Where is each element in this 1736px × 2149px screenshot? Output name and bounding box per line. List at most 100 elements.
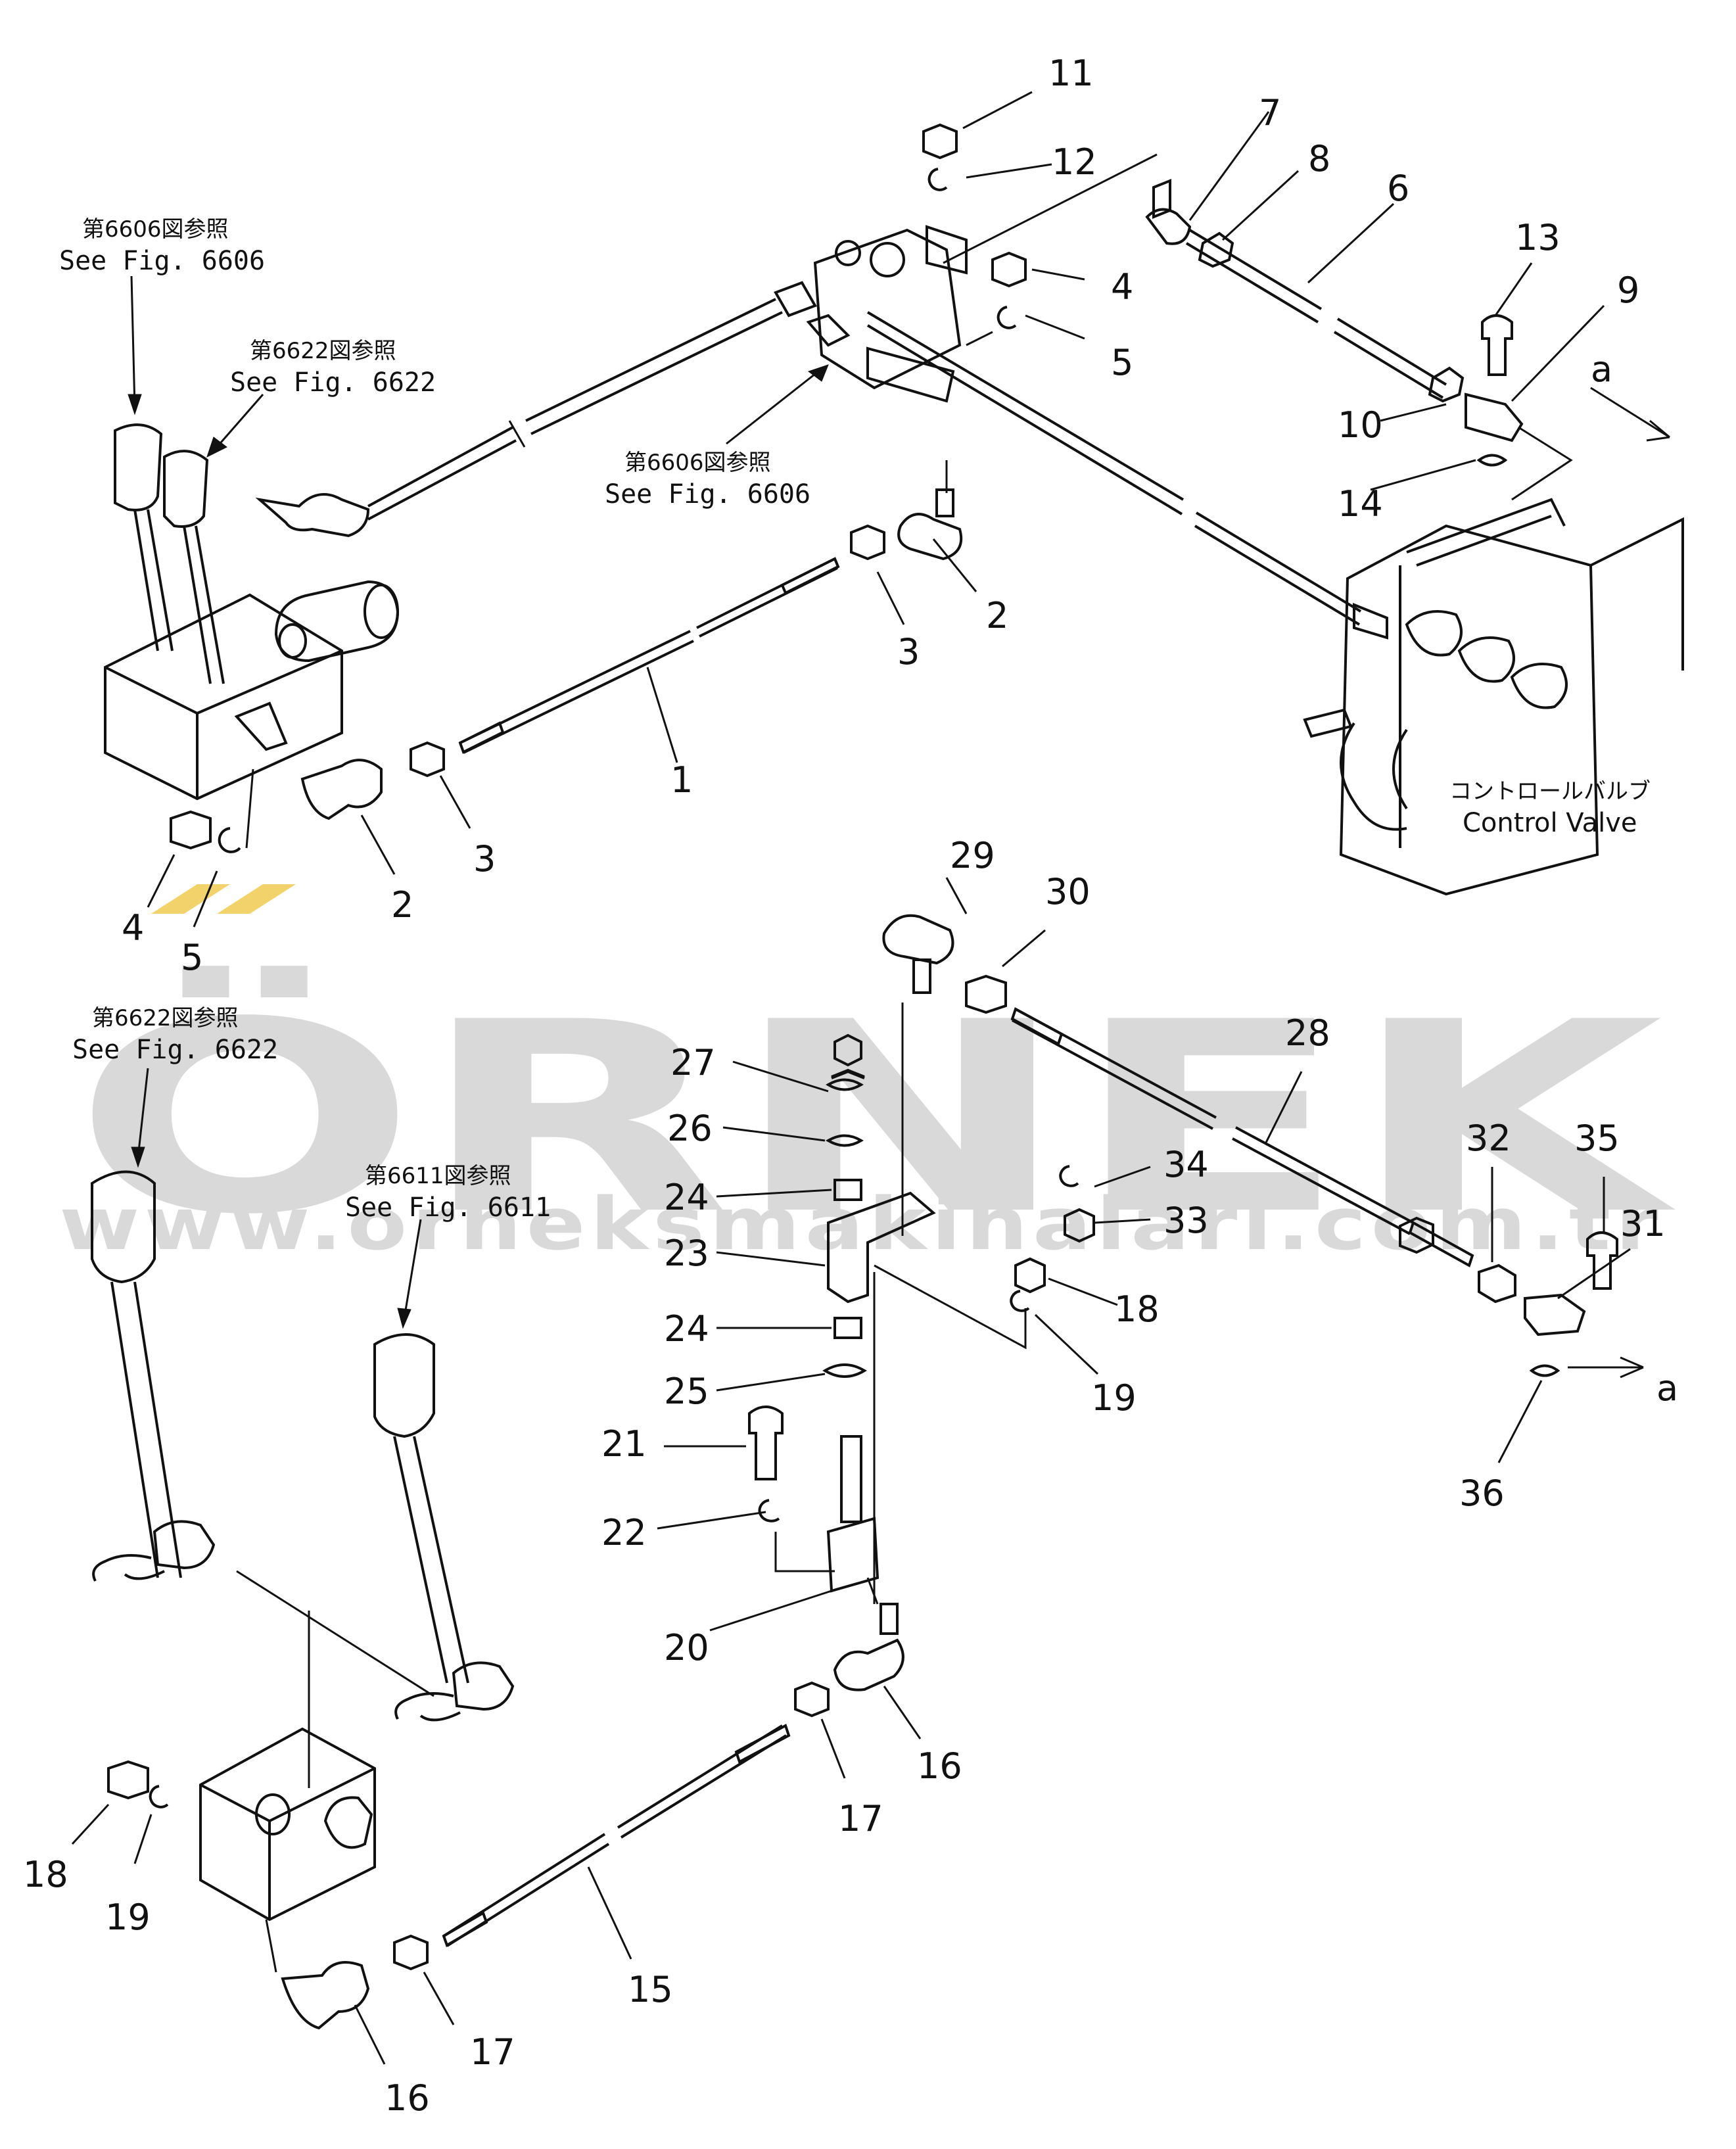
valve-pipe [1406,498,1566,567]
leader [71,1803,110,1845]
part-16-ball-joint-upper [833,1603,922,1739]
boss-hole [255,1793,291,1835]
stud [880,1603,899,1635]
pivot-base [826,1517,880,1593]
leader [1188,111,1270,221]
pin [1586,1231,1618,1290]
callout-3: 3 [473,838,496,880]
nut [107,1760,149,1800]
callout-32: 32 [1466,1118,1511,1159]
part-4-nut-lower [147,810,212,908]
callout-31: 31 [1620,1203,1666,1244]
leader [1557,1248,1631,1300]
ref-arrow [137,1068,149,1158]
ref-en-6611: See Fig. 6611 [345,1193,551,1223]
leader [587,1866,632,1960]
cable [367,426,517,521]
part-19-ring-lower [133,1785,169,1864]
leader [1221,170,1300,241]
part-11-nut [922,91,1033,160]
callout-5: 5 [181,937,203,978]
lower-lever-box [199,1727,376,1973]
leader [360,815,396,875]
part-4-nut-upper [991,251,1085,288]
lever-shaft [183,525,225,684]
lever-box-edge [200,1767,375,1920]
callout-21: 21 [601,1423,647,1465]
cable [525,298,783,435]
cable [1333,318,1447,399]
leader [820,1718,846,1779]
leader [265,1919,277,1973]
thread [1408,1221,1474,1267]
watermark-accent [217,884,296,914]
ball-joint [882,914,954,965]
arrow-head [206,437,227,458]
leader [866,1577,879,1605]
lever-shaft [110,1281,182,1578]
view-marker-upper: a [1591,348,1612,390]
washer [822,1363,867,1378]
callout-19: 19 [105,1897,151,1938]
leader [709,1590,832,1632]
ref-en-6606-left: See Fig. 6606 [59,246,265,276]
part-5-ring-upper [997,306,1085,340]
callout-4: 4 [1111,266,1133,308]
leader [657,1511,766,1530]
leader [1025,314,1085,340]
washer [826,1078,864,1091]
callout-14: 14 [1338,483,1383,525]
lower-levers [91,1170,515,1788]
ball-joint [897,513,963,561]
nut [170,810,212,850]
part-18-nut-lower [71,1760,149,1845]
leader [774,1532,835,1572]
callout-13: 13 [1515,217,1560,258]
bolt [748,1405,784,1480]
part-3-nut-lower [410,741,471,829]
valve-edge [1399,517,1684,848]
thread [780,557,840,595]
view-arrow [1568,1356,1644,1379]
rod-end [1353,603,1388,640]
joint [806,314,851,347]
leader [932,538,977,592]
thread [1010,1007,1064,1046]
callout-10: 10 [1338,404,1383,446]
stud [935,488,954,517]
leader [945,877,968,914]
valve-body [1339,524,1599,896]
leader [1307,202,1395,284]
bushing [833,1179,862,1201]
callout-27: 27 [670,1042,716,1083]
thread [458,721,505,754]
wire [394,1692,461,1722]
washer [826,1134,864,1147]
arrow-head [131,1146,145,1168]
valve-section [1340,722,1408,831]
control-valve-jp: コントロールバルブ [1449,778,1651,805]
callout-16: 16 [917,1745,962,1787]
nut [393,1934,429,1971]
callout-23: 23 [664,1233,709,1274]
nut [1014,1257,1046,1294]
nut [922,123,958,160]
leader [1494,262,1533,316]
boss-end [364,584,399,639]
callout-18: 18 [1114,1288,1160,1330]
ref-jp-6606-left: 第6606図参照 [82,216,229,243]
leader [1048,1277,1118,1306]
callout-5: 5 [1111,342,1133,383]
rod-threaded [696,557,838,638]
bell-crank [827,1191,936,1304]
callout-29: 29 [950,835,995,876]
leader [193,870,218,928]
leader [354,2004,386,2065]
part-15-rod [442,1724,791,1960]
ball-joint [300,759,383,820]
nut [410,741,445,778]
callout-1: 1 [670,759,693,801]
callout-35: 35 [1574,1118,1620,1159]
clevis [1465,392,1524,442]
